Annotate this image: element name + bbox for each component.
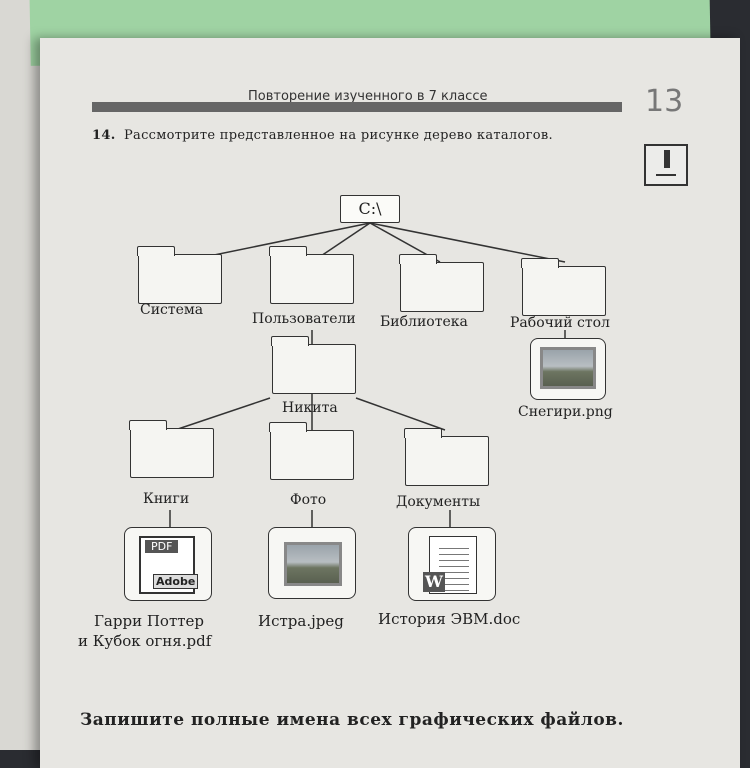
image-file-icon [530, 338, 606, 400]
word-logo: W [423, 572, 445, 592]
folder-icon [269, 422, 354, 480]
folder-label-nikita: Никита [282, 400, 338, 416]
page-number: 13 [645, 84, 684, 119]
folder-label-sistema: Система [140, 302, 204, 318]
folder-icon [521, 258, 606, 316]
folder-icon [137, 246, 222, 304]
connector-line [369, 222, 566, 263]
pdf-badge: PDF [145, 540, 179, 553]
pdf-file-icon: PDF Adobe [124, 527, 212, 601]
adobe-logo: Adobe [153, 574, 199, 589]
folder-label-foto: Фото [290, 492, 327, 508]
question-text: Запишите полные имена всех графических ф… [80, 710, 624, 730]
task-text: Рассмотрите представленное на рисунке де… [123, 128, 553, 143]
connector-line [174, 397, 271, 431]
folder-label-biblioteka: Библиотека [380, 314, 468, 330]
file-label-snegiri: Снегири.png [518, 404, 613, 420]
textbook-page [40, 38, 740, 768]
image-thumbnail [284, 542, 342, 586]
folder-label-knigi: Книги [143, 491, 190, 507]
folder-icon [129, 420, 214, 478]
file-label-harry-potter-line2: и Кубок огня.pdf [78, 632, 212, 650]
folder-icon [404, 428, 489, 486]
section-title: Повторение изученного в 7 классе [248, 89, 488, 104]
header-rule [92, 102, 622, 112]
image-file-icon [268, 527, 356, 599]
folder-icon [399, 254, 484, 312]
doc-file-icon: W [408, 527, 496, 601]
file-label-istra: Истра.jpeg [258, 612, 344, 630]
connector-line [355, 397, 446, 431]
root-drive: C:\ [340, 195, 400, 223]
write-task-icon [644, 144, 688, 186]
folder-label-rabochiy-stol: Рабочий стол [510, 315, 610, 331]
folder-label-polzovateli: Пользователи [252, 311, 356, 327]
file-label-harry-potter-line1: Гарри Поттер [94, 612, 205, 630]
folder-label-dokumenty: Документы [396, 494, 481, 510]
image-thumbnail [540, 347, 596, 389]
file-label-istoriya-evm: История ЭВМ.doc [378, 610, 521, 628]
task-statement: 14. Рассмотрите представленное на рисунк… [92, 128, 632, 143]
task-number: 14. [92, 128, 116, 143]
folder-icon [269, 246, 354, 304]
folder-icon [271, 336, 356, 394]
